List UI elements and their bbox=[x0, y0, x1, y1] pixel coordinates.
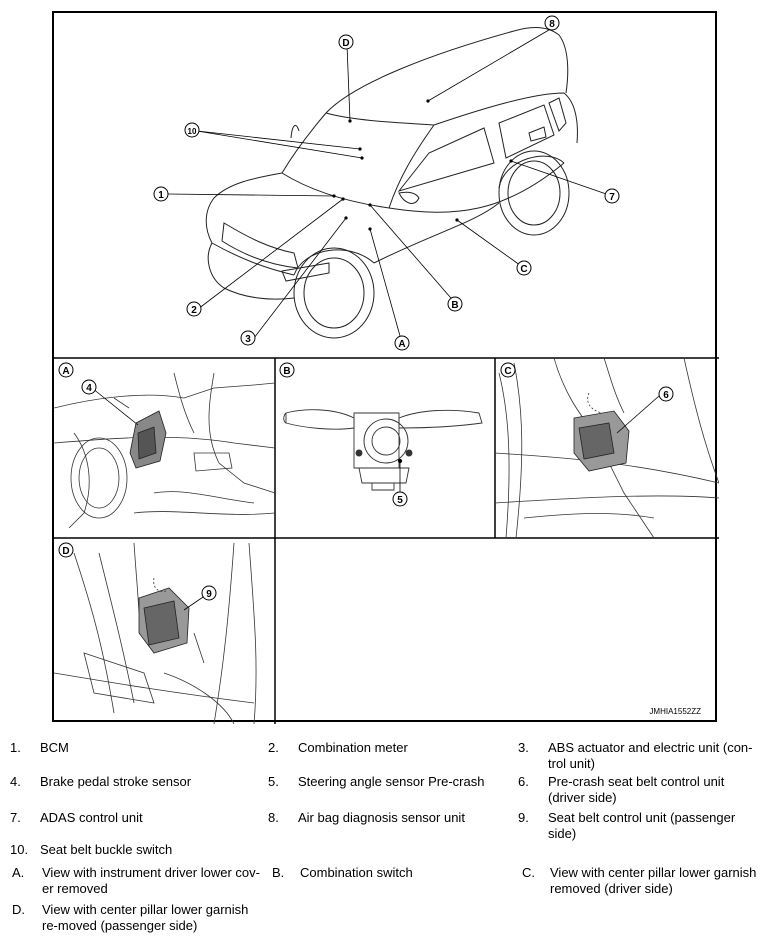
legend-text: Steering angle sensor Pre-crash bbox=[298, 774, 485, 789]
legend-number: 3. bbox=[518, 740, 529, 755]
legend-text: Seat belt control unit (passenger side) bbox=[548, 810, 736, 841]
callout-10: 10 bbox=[188, 127, 197, 136]
callout-9-circle bbox=[201, 585, 217, 601]
legend-text: Seat belt buckle switch bbox=[40, 842, 173, 857]
vehicle-illustration bbox=[205, 27, 578, 339]
legend-letter: C. bbox=[522, 865, 535, 880]
callout-8-circle bbox=[544, 15, 560, 31]
legend-number: 5. bbox=[268, 774, 279, 789]
callout-b: B bbox=[451, 300, 458, 311]
callout-10-circle bbox=[184, 122, 200, 138]
legend-letter: A. bbox=[12, 865, 25, 880]
callout-4-circle bbox=[81, 379, 97, 395]
callout-6: 6 bbox=[663, 390, 669, 401]
panel-b-label-circle bbox=[279, 362, 295, 378]
legend-text: ABS actuator and electric unit (con-trol… bbox=[548, 740, 753, 771]
legend-text: Air bag diagnosis sensor unit bbox=[298, 810, 465, 825]
callout-d-circle bbox=[338, 34, 354, 50]
legend-text: Combination meter bbox=[298, 740, 408, 755]
leader-lines bbox=[167, 26, 613, 344]
panel-c-label: C bbox=[504, 366, 511, 377]
callout-a-circle bbox=[394, 335, 410, 351]
legend-text: Brake pedal stroke sensor bbox=[40, 774, 192, 789]
legend-number: 8. bbox=[268, 810, 279, 825]
callout-2: 2 bbox=[191, 305, 197, 316]
panel-b-label: B bbox=[283, 366, 290, 377]
figure-drawing: 10 1 2 3 D 8 7 C B A A B C D 4 5 6 9 bbox=[54, 15, 719, 724]
panel-a-label-circle bbox=[58, 362, 74, 378]
callout-7: 7 bbox=[609, 192, 615, 203]
callout-c: C bbox=[520, 264, 527, 275]
component-location-figure: 10 1 2 3 D 8 7 C B A A B C D 4 5 6 9 JMH… bbox=[52, 11, 719, 724]
callout-2-circle bbox=[186, 301, 202, 317]
callout-6-circle bbox=[658, 386, 674, 402]
legend-number: 1. bbox=[10, 740, 21, 755]
callout-7-circle bbox=[604, 188, 620, 204]
callout-5-circle bbox=[392, 491, 408, 507]
legend-number: 6. bbox=[518, 774, 529, 789]
leader-dots bbox=[332, 99, 513, 231]
legend-text: ADAS control unit bbox=[40, 810, 143, 825]
callout-labels: 10 1 2 3 D 8 7 C B A A B C D 4 5 6 9 bbox=[62, 19, 669, 600]
callout-circles bbox=[58, 15, 674, 601]
callout-c-circle bbox=[516, 260, 532, 276]
panel-d-label: D bbox=[62, 546, 69, 557]
callout-3: 3 bbox=[245, 334, 251, 345]
legend-text: Combination switch bbox=[300, 865, 413, 880]
legend-number: 10. bbox=[10, 842, 29, 857]
panel-d-label-circle bbox=[58, 542, 74, 558]
figure-id: JMHIA1552ZZ bbox=[649, 707, 701, 716]
legend-text: Pre-crash seat belt control unit (driver… bbox=[548, 774, 725, 805]
legend-text: View with center pillar lower garnish re… bbox=[550, 865, 757, 896]
panel-d-drawing bbox=[54, 542, 257, 724]
callout-9: 9 bbox=[206, 589, 212, 600]
callout-5: 5 bbox=[397, 495, 403, 506]
legend-letter: D. bbox=[12, 902, 25, 917]
callout-3-circle bbox=[240, 330, 256, 346]
legend-number: 9. bbox=[518, 810, 529, 825]
legend-text: View with center pillar lower garnish re… bbox=[42, 902, 249, 933]
legend-number: 7. bbox=[10, 810, 21, 825]
panel-c-drawing bbox=[494, 357, 719, 539]
callout-8: 8 bbox=[549, 19, 555, 30]
panel-c-label-circle bbox=[500, 362, 516, 378]
legend-number: 2. bbox=[268, 740, 279, 755]
legend-text: View with instrument driver lower cov-er… bbox=[42, 865, 260, 896]
callout-4: 4 bbox=[86, 383, 92, 394]
legend-letter: B. bbox=[272, 865, 285, 880]
callout-d: D bbox=[342, 38, 349, 49]
panel-a-drawing bbox=[54, 372, 276, 529]
legend-text: BCM bbox=[40, 740, 69, 755]
callout-1-circle bbox=[153, 186, 169, 202]
callout-a: A bbox=[398, 339, 405, 350]
panel-a-label: A bbox=[62, 366, 69, 377]
legend-number: 4. bbox=[10, 774, 21, 789]
panel-b-drawing bbox=[283, 409, 483, 491]
callout-b-circle bbox=[447, 296, 463, 312]
callout-1: 1 bbox=[158, 190, 164, 201]
